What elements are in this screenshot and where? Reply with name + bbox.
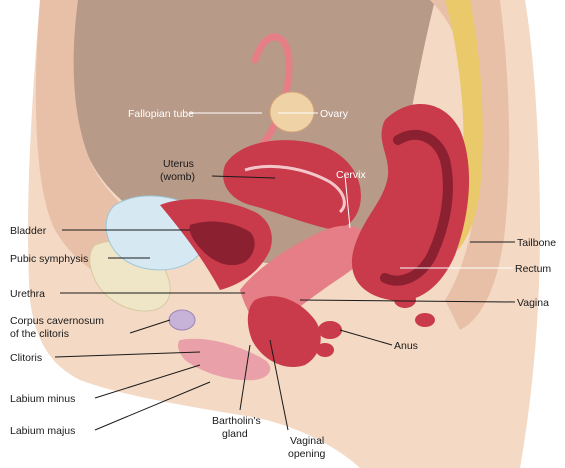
label-ovary: Ovary [320, 108, 349, 120]
label-vagina: Vagina [517, 297, 549, 309]
label-bartholin-2: gland [222, 428, 248, 440]
label-rectum: Rectum [515, 263, 551, 275]
label-corpus-2: of the clitoris [10, 328, 69, 340]
ovary-organ [270, 92, 314, 132]
label-labium-majus: Labium majus [10, 425, 75, 437]
label-corpus-1: Corpus cavernosum [10, 315, 104, 327]
label-clitoris: Clitoris [10, 352, 42, 364]
label-fallopian-tube: Fallopian tube [128, 108, 194, 120]
label-anus: Anus [394, 340, 418, 352]
label-pubic-symphysis: Pubic symphysis [10, 253, 88, 265]
label-uterus-2: (womb) [160, 171, 195, 183]
label-bartholin-1: Bartholin's [212, 415, 261, 427]
label-labium-minus: Labium minus [10, 393, 75, 405]
label-uterus-1: Uterus [163, 158, 194, 170]
label-bladder: Bladder [10, 225, 47, 237]
label-tailbone: Tailbone [517, 237, 556, 249]
label-vaginal-2: opening [288, 448, 326, 460]
sphincter-1 [318, 321, 342, 339]
label-cervix: Cervix [336, 169, 367, 181]
label-vaginal-1: Vaginal [290, 435, 324, 447]
sphincter-3 [394, 292, 416, 308]
corpus-cavernosum-organ [169, 310, 195, 330]
label-urethra: Urethra [10, 288, 45, 300]
sphincter-4 [415, 313, 435, 327]
